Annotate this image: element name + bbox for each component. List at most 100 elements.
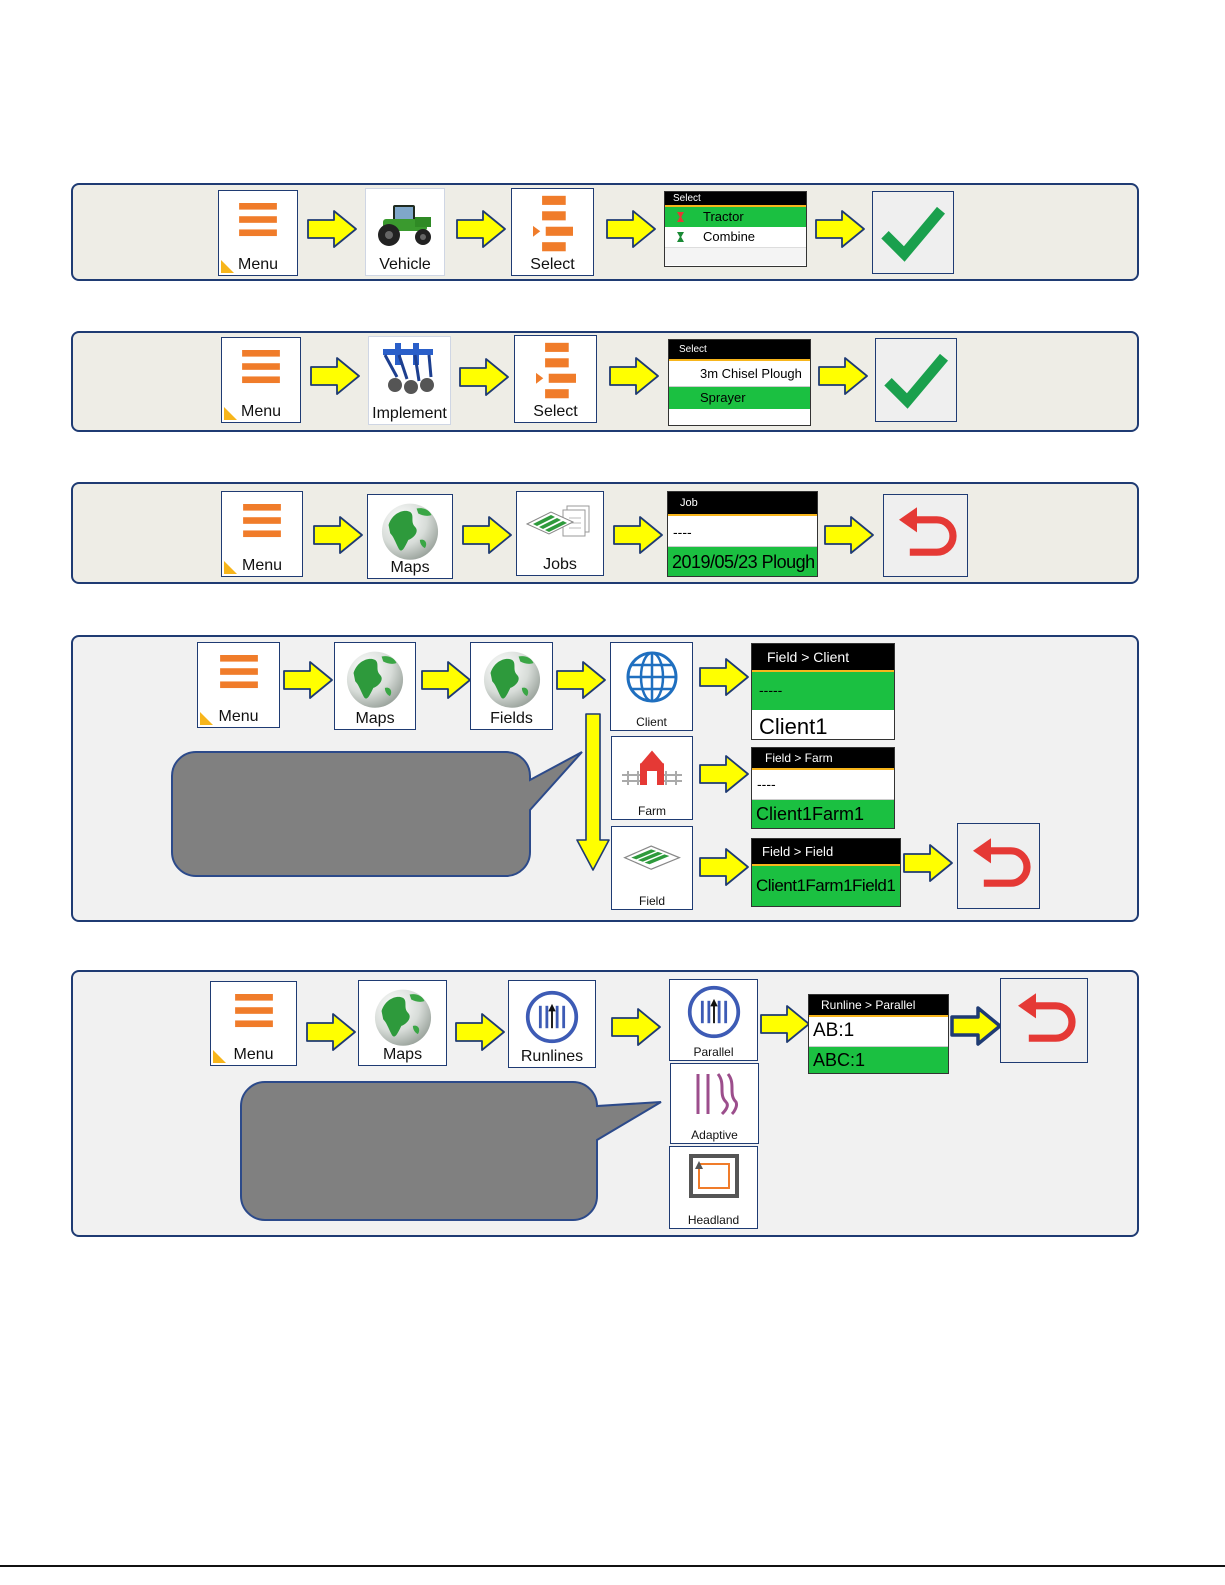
implement-label: Implement (372, 405, 447, 422)
arrow-icon (306, 209, 358, 249)
tractor-icon (378, 205, 431, 246)
adaptive-label: Adaptive (691, 1128, 738, 1142)
arrow-icon (312, 515, 364, 555)
select-list-icon (533, 195, 573, 253)
field-button[interactable]: Field (611, 826, 693, 910)
maps-button[interactable]: Maps (358, 980, 447, 1066)
arrow-icon (455, 209, 507, 249)
arrow-icon (305, 1012, 357, 1052)
runlines-button[interactable]: Runlines (508, 980, 596, 1068)
list-item-job[interactable]: 2019/05/23 Plough (668, 547, 817, 576)
fields-label: Fields (490, 710, 533, 727)
parallel-label: Parallel (693, 1045, 734, 1059)
hamburger-icon (242, 350, 280, 384)
runlines-label: Runlines (520, 1048, 584, 1065)
checkmark-icon (877, 198, 949, 268)
hamburger-icon (235, 994, 273, 1028)
list-item-none[interactable]: ---- (668, 516, 817, 547)
select-list-title: Field > Farm (752, 748, 894, 770)
page-bottom-rule (0, 1565, 1225, 1567)
parallel-button[interactable]: Parallel (669, 979, 758, 1061)
list-item-combine[interactable]: Combine (665, 227, 806, 247)
list-item-sprayer[interactable]: Sprayer (669, 387, 810, 409)
list-item-abc1[interactable]: ABC:1 (809, 1047, 948, 1073)
implement-icon (382, 343, 434, 394)
select-list-title: Field > Client (752, 644, 894, 672)
confirm-button[interactable] (872, 191, 954, 274)
globe-icon (479, 645, 545, 711)
globe-icon (342, 645, 408, 711)
farm-button[interactable]: Farm (611, 736, 693, 820)
arrow-icon (817, 356, 869, 396)
select-button[interactable]: Select (514, 335, 597, 423)
menu-button[interactable]: Menu (218, 190, 298, 276)
jobs-label: Jobs (543, 556, 577, 573)
globe-icon (370, 983, 436, 1049)
arrow-icon (454, 1012, 506, 1052)
list-item-tractor[interactable]: Tractor (665, 207, 806, 227)
arrow-icon (698, 754, 750, 794)
farm-select-list: Field > Farm ---- Client1Farm1 (751, 747, 895, 829)
arrow-icon (309, 356, 361, 396)
select-list-title: Field > Field (752, 839, 900, 866)
back-button[interactable] (957, 823, 1040, 909)
list-item-client1farm1[interactable]: Client1Farm1 (752, 800, 894, 828)
arrow-icon (605, 209, 657, 249)
fields-button[interactable]: Fields (470, 642, 553, 730)
menu-label: Menu (233, 1046, 274, 1063)
select-list-title: Select (665, 192, 806, 207)
list-item-ab1[interactable]: AB:1 (809, 1017, 948, 1047)
list-empty-row (665, 247, 806, 265)
arrow-icon (823, 515, 875, 555)
list-item-none[interactable]: ---- (752, 770, 894, 800)
vehicle-select-list: Select Tractor Combine (664, 191, 807, 267)
item-marker-icon (677, 232, 684, 242)
maps-label: Maps (382, 1046, 423, 1063)
client-select-list: Field > Client ----- Client1 (751, 643, 895, 740)
globe-grid-icon (626, 651, 677, 703)
list-item-chisel-plough[interactable]: 3m Chisel Plough (669, 361, 810, 387)
menu-button[interactable]: Menu (221, 491, 303, 577)
menu-button[interactable]: Menu (221, 337, 301, 423)
corner-marker (221, 260, 234, 273)
undo-icon (890, 499, 962, 573)
jobs-button[interactable]: Jobs (516, 491, 604, 576)
select-list-title: Job (668, 492, 817, 516)
job-select-list: Job ---- 2019/05/23 Plough (667, 491, 818, 577)
menu-label: Menu (237, 256, 279, 273)
confirm-button[interactable] (875, 338, 957, 422)
client-button[interactable]: Client (610, 642, 693, 731)
implement-select-list: Select 3m Chisel Plough Sprayer (668, 339, 811, 426)
adaptive-button[interactable]: Adaptive (670, 1063, 759, 1144)
select-button[interactable]: Select (511, 188, 594, 276)
back-button[interactable] (883, 494, 968, 577)
vehicle-button[interactable]: Vehicle (365, 188, 445, 276)
menu-button[interactable]: Menu (197, 642, 280, 728)
vehicle-label: Vehicle (379, 256, 431, 273)
field-select-list: Field > Field Client1Farm1Field1 (751, 838, 901, 907)
arrow-icon (698, 847, 750, 887)
list-item-none[interactable]: ----- (752, 672, 894, 710)
checkmark-icon (880, 345, 952, 415)
headland-button[interactable]: Headland (669, 1146, 758, 1229)
jobs-icon (525, 505, 590, 537)
list-item-client1[interactable]: Client1 (759, 714, 828, 739)
maps-button[interactable]: Maps (334, 642, 416, 730)
runlines-icon (524, 989, 580, 1045)
arrow-icon (698, 657, 750, 697)
back-button[interactable] (1000, 978, 1088, 1063)
callout-bubble (240, 1081, 662, 1221)
maps-button[interactable]: Maps (367, 494, 453, 579)
down-arrow-icon (576, 713, 610, 871)
menu-button[interactable]: Menu (210, 981, 297, 1066)
hamburger-icon (243, 504, 281, 538)
arrow-icon (555, 660, 607, 700)
hamburger-icon (239, 203, 277, 237)
corner-marker (224, 407, 237, 420)
globe-icon (377, 497, 443, 563)
select-label: Select (530, 256, 575, 273)
select-list-title: Select (669, 340, 810, 361)
list-item-client1farm1field1[interactable]: Client1Farm1Field1 (752, 866, 900, 906)
implement-button[interactable]: Implement (368, 336, 451, 425)
arrow-icon (759, 1004, 811, 1044)
